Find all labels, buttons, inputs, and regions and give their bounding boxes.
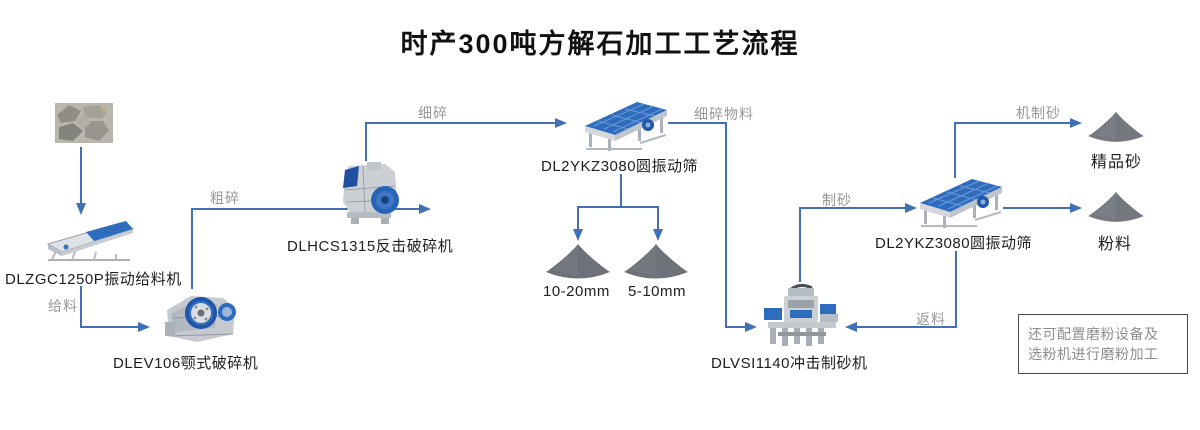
jaw-crusher-label: DLEV106颚式破碎机 (113, 355, 259, 372)
sand-making-step-label: 制砂 (822, 192, 852, 208)
arrowhead-feed (138, 322, 150, 332)
flow-line-coarse-v (191, 209, 193, 289)
powder-pile-image (1085, 191, 1147, 229)
powder-label: 粉料 (1098, 236, 1133, 253)
fine-sand-pile-image (1085, 111, 1147, 149)
stockpile-icon (546, 244, 610, 279)
stockpile-icon (624, 244, 688, 279)
stockpile-icon (1088, 191, 1144, 222)
flow-line-feed-h (80, 326, 138, 328)
arrowhead-machinesand (1070, 118, 1082, 128)
arrowhead-sandmaking (905, 203, 917, 213)
coarse-step-label: 粗碎 (210, 190, 240, 206)
arrowhead-pile1 (573, 229, 583, 241)
fine-step-label: 细碎 (418, 105, 448, 121)
sand-maker-image (760, 280, 842, 355)
vibrating-screen-icon (920, 179, 1002, 228)
vibrating-screen1-image (582, 99, 670, 158)
flow-line-fine-v (365, 123, 367, 161)
arrowhead-pile2 (653, 229, 663, 241)
flow-line-return-h (857, 326, 957, 328)
arrowhead-rock-feeder (76, 203, 86, 215)
return-step-label: 返料 (916, 311, 946, 327)
flow-line-machinesand-v (954, 123, 956, 178)
aggregate-pile-10-20-image (544, 243, 612, 286)
note-line-1: 还可配置磨粉设备及 (1028, 326, 1159, 342)
flow-line-powder (1003, 207, 1070, 209)
impact-crusher-label: DLHCS1315反击破碎机 (287, 238, 454, 255)
screen2-label: DL2YKZ3080圆振动筛 (875, 235, 1033, 252)
vibrating-screen-icon (585, 102, 667, 151)
aggregate-10-20-label: 10-20mm (543, 283, 610, 300)
jaw-crusher-icon (165, 296, 236, 342)
flow-line-finemat-h1 (668, 122, 727, 124)
arrowhead-return (845, 322, 857, 332)
stockpile-icon (1088, 111, 1144, 142)
flow-line-coarse-h (191, 208, 419, 210)
flow-line-sandmaking-v (799, 208, 801, 282)
aggregate-5-10-label: 5-10mm (628, 283, 687, 300)
feeder-label: DLZGC1250P振动给料机 (5, 271, 182, 288)
aggregate-pile-5-10-image (622, 243, 690, 286)
flow-line-finemat-v (725, 122, 727, 328)
sand-maker-label: DLVSI1140冲击制砂机 (711, 355, 868, 372)
note-line-2: 选粉机进行磨粉加工 (1028, 346, 1159, 362)
note-box: 还可配置磨粉设备及 选粉机进行磨粉加工 (1018, 314, 1188, 374)
flow-line-feed-v (80, 286, 82, 328)
arrowhead-coarse (419, 204, 431, 214)
impact-crusher-icon (343, 162, 399, 224)
sand-maker-icon (764, 283, 838, 346)
flow-line-rock-feeder (80, 147, 82, 203)
feed-step-label: 给料 (48, 298, 78, 314)
flow-line-screen1-down (620, 174, 622, 208)
impact-crusher-image (333, 160, 407, 233)
flow-line-machinesand-h (954, 122, 1070, 124)
flow-line-pile1 (577, 206, 579, 230)
rock-icon (55, 103, 113, 143)
flow-line-pile2 (657, 206, 659, 230)
flow-line-sandmaking-h (799, 207, 905, 209)
arrowhead-finemat (745, 322, 757, 332)
arrowhead-powder (1070, 203, 1082, 213)
fine-sand-label: 精品砂 (1091, 154, 1143, 171)
feeder-image (42, 216, 137, 269)
raw-material-image (55, 103, 113, 148)
machine-sand-step-label: 机制砂 (1016, 105, 1061, 121)
flow-line-screen1-split (577, 206, 659, 208)
flow-line-fine-h (365, 122, 555, 124)
vibrating-feeder-icon (46, 221, 135, 261)
flow-line-return-v (955, 251, 957, 328)
flow-line-finemat-h2 (725, 326, 745, 328)
jaw-crusher-image (157, 288, 242, 353)
screen1-label: DL2YKZ3080圆振动筛 (541, 158, 699, 175)
page-title: 时产300吨方解石加工工艺流程 (400, 29, 800, 59)
vibrating-screen2-image (917, 176, 1005, 235)
arrowhead-fine (555, 118, 567, 128)
fine-material-step-label: 细碎物料 (694, 106, 754, 122)
